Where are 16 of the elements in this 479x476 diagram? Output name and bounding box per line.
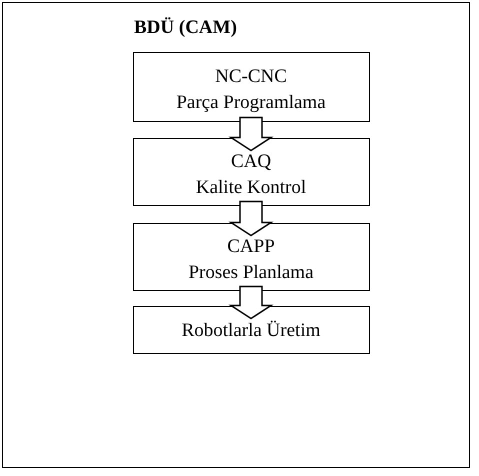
process-box — [132, 52, 370, 122]
box-label: NC-CNC — [214, 64, 288, 88]
frame-heading: BDÜ (CAM) — [134, 16, 237, 40]
block-arrow — [228, 116, 274, 152]
process-box — [132, 138, 370, 206]
process-box — [132, 306, 370, 354]
box-label: CAQ — [230, 150, 272, 174]
outer-frame — [2, 2, 470, 468]
box-label: Proses Planlama — [187, 260, 315, 284]
box-label: Parça Programlama — [175, 90, 327, 114]
box-label: Robotlarla Üretim — [180, 318, 322, 342]
box-label: CAPP — [226, 234, 276, 258]
box-label: Kalite Kontrol — [194, 176, 308, 200]
block-arrow — [228, 286, 274, 320]
block-arrow — [228, 200, 274, 236]
process-box — [132, 222, 370, 290]
